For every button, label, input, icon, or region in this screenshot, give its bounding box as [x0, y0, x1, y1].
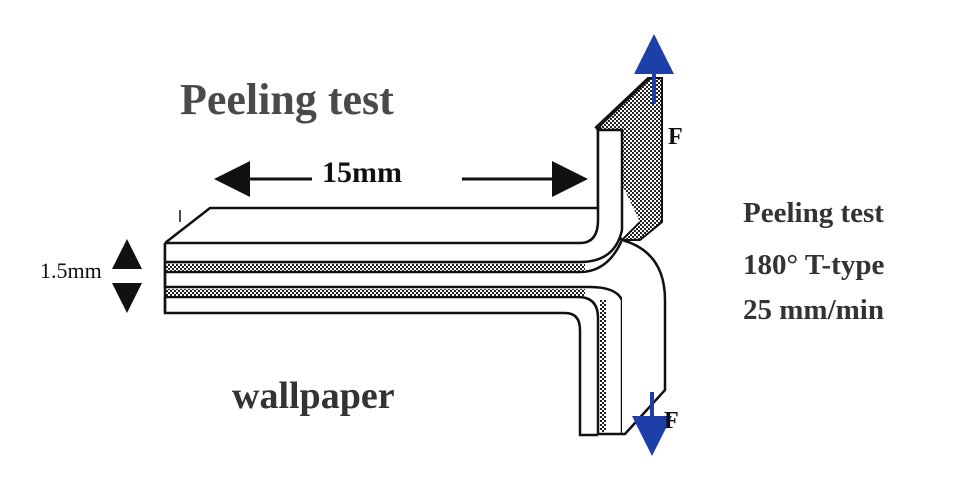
test-conditions-line3: 25 mm/min — [743, 294, 884, 326]
specimen-body — [163, 126, 667, 437]
length-label: 15mm — [322, 156, 402, 189]
material-label: wallpaper — [232, 375, 395, 417]
adhesive-layer-2-vertical — [600, 300, 606, 432]
thickness-label: 1.5mm — [40, 258, 102, 283]
bottom-layer — [163, 297, 598, 437]
thickness-dimension: 1.5mm — [40, 239, 142, 313]
diagram-title: Peeling test — [180, 75, 394, 124]
upper-arm-top-edge — [597, 77, 651, 129]
test-conditions-line1: Peeling test — [743, 197, 884, 229]
force-label-top: F — [668, 124, 683, 150]
length-dimension: 15mm — [214, 156, 588, 197]
lower-arm-side-face — [621, 238, 667, 436]
force-top: F — [634, 34, 683, 150]
test-conditions-line2: 180° T-type — [743, 249, 884, 281]
adhesive-layer-1 — [165, 264, 585, 271]
upper-layer-bend — [165, 128, 624, 264]
test-conditions: Peeling test 180° T-type 25 mm/min — [743, 197, 884, 326]
force-label-bottom: F — [664, 408, 679, 434]
adhesive-layer-2 — [165, 289, 585, 296]
force-bottom: F — [632, 392, 679, 456]
